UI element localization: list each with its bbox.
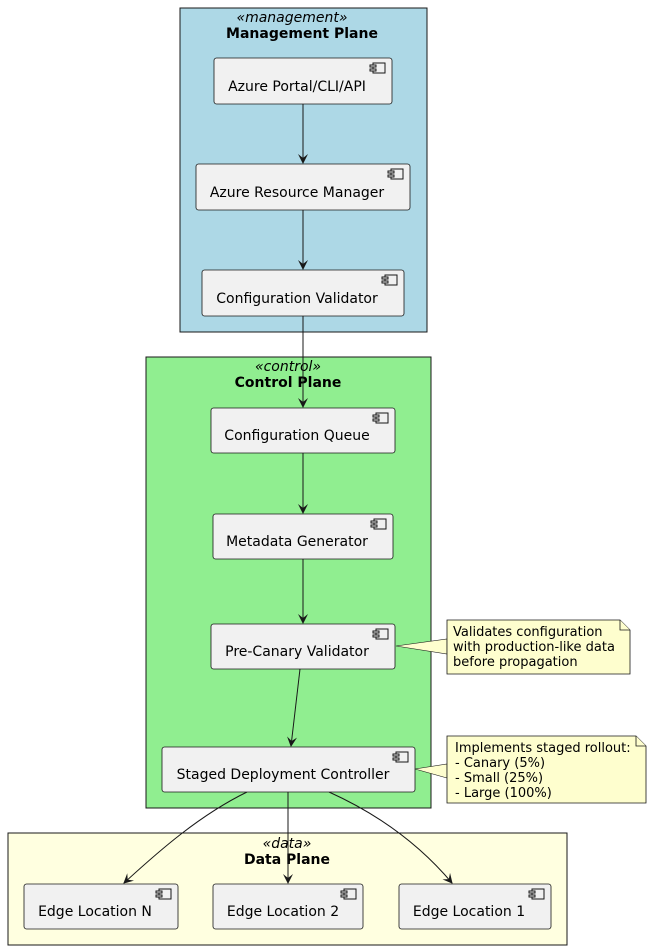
note-pre-canary-line-2: with production-like data (453, 640, 615, 655)
component-metadata-generator-label: Metadata Generator (226, 534, 368, 550)
component-portal[interactable]: Azure Portal/CLI/API (213, 57, 393, 105)
data-plane-stereotype: «data» (263, 836, 312, 852)
component-config-queue[interactable]: Configuration Queue (210, 407, 396, 454)
arrow-staged-to-edge-1 (328, 791, 453, 884)
component-pre-canary-validator[interactable]: Pre-Canary Validator (210, 623, 396, 670)
component-edge-location-2-label: Edge Location 2 (227, 904, 339, 920)
note-staged-line-4: - Large (100%) (455, 786, 552, 801)
control-plane-title: Control Plane (235, 375, 342, 391)
note-staged-rollout: Implements staged rollout: - Canary (5%)… (446, 735, 647, 804)
note-staged-line-1: Implements staged rollout: (455, 741, 631, 756)
component-edge-location-n[interactable]: Edge Location N (23, 883, 179, 930)
note-staged-line-2: - Canary (5%) (455, 756, 545, 771)
component-metadata-generator[interactable]: Metadata Generator (212, 513, 394, 560)
component-edge-location-n-label: Edge Location N (38, 904, 152, 920)
component-config-validator[interactable]: Configuration Validator (201, 269, 405, 317)
component-arm-label: Azure Resource Manager (210, 185, 385, 201)
control-plane-stereotype: «control» (255, 359, 321, 375)
note-pre-canary: Validates configuration with production-… (446, 619, 631, 675)
arrow-precanary-to-staged (287, 668, 301, 747)
component-staged-deployment-controller[interactable]: Staged Deployment Controller (161, 746, 416, 793)
component-pre-canary-validator-label: Pre-Canary Validator (225, 644, 369, 660)
note-pre-canary-line-1: Validates configuration (453, 625, 603, 640)
note-staged-line-3: - Small (25%) (455, 771, 543, 786)
connectors (123, 104, 453, 884)
data-plane-title: Data Plane (244, 852, 330, 868)
note-pre-canary-line-3: before propagation (453, 655, 578, 670)
management-plane-title: Management Plane (226, 26, 378, 42)
arrow-staged-to-edge-n (123, 791, 248, 884)
management-plane-stereotype: «management» (236, 10, 347, 26)
component-portal-label: Azure Portal/CLI/API (228, 79, 366, 95)
component-staged-deployment-controller-label: Staged Deployment Controller (177, 767, 390, 783)
component-edge-location-2[interactable]: Edge Location 2 (212, 883, 364, 930)
component-arm[interactable]: Azure Resource Manager (195, 163, 411, 211)
component-edge-location-1-label: Edge Location 1 (413, 904, 525, 920)
component-config-queue-label: Configuration Queue (224, 428, 369, 444)
component-edge-location-1[interactable]: Edge Location 1 (398, 883, 552, 930)
component-config-validator-label: Configuration Validator (216, 291, 378, 307)
